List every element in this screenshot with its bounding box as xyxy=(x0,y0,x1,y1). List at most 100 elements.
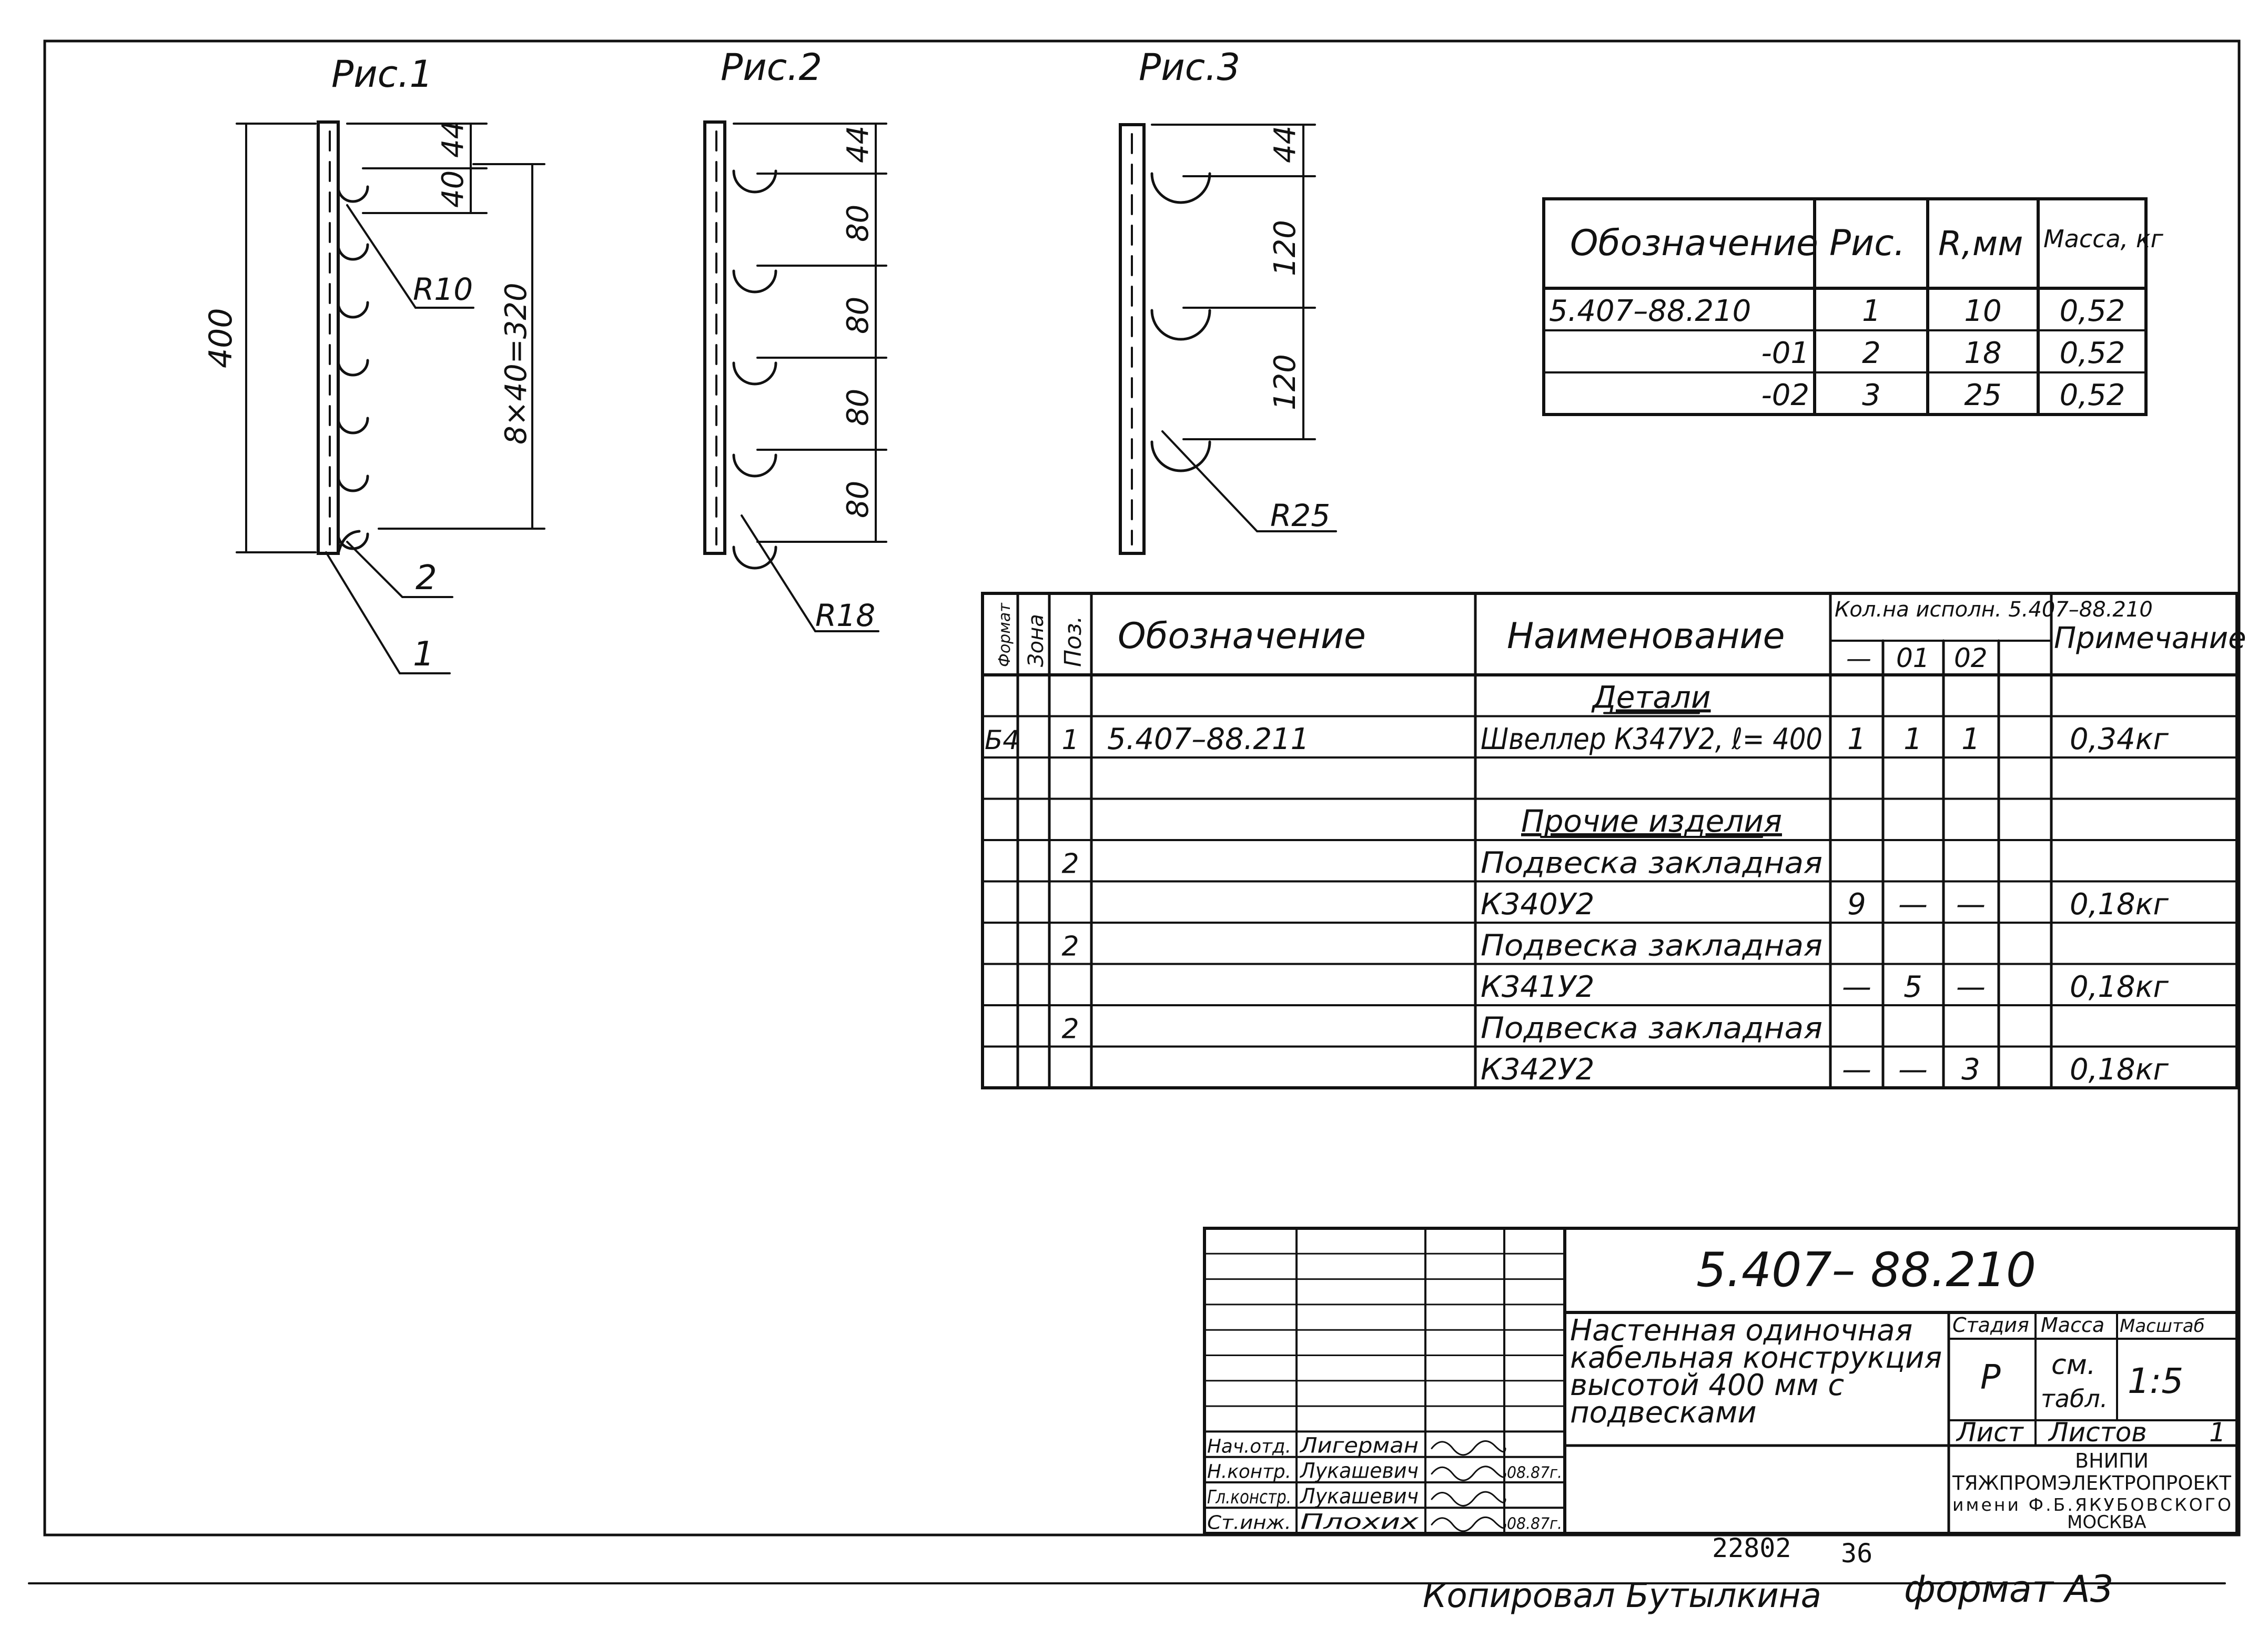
spec-note: 0,18кг xyxy=(2070,970,2169,1004)
title-block: 5.407– 88.210 Настенная одиночная кабель… xyxy=(1203,1227,2239,1535)
variants-header-designation: Обозначение xyxy=(1570,223,1818,264)
signature-role: Н.контр. xyxy=(1207,1461,1291,1483)
dim-top-44: 44 xyxy=(841,126,875,163)
spec-header-designation: Обозначение xyxy=(1118,615,1366,657)
dim-step-80: 80 xyxy=(841,205,875,242)
sheets-count: 1 xyxy=(2209,1417,2226,1448)
dim-step-80: 80 xyxy=(841,297,875,334)
org-line-4: МОСКВА xyxy=(2067,1512,2146,1533)
mass-value-line-1: см. xyxy=(2051,1349,2095,1381)
signature-date: 08.87г. xyxy=(1507,1464,1562,1482)
signature-role: Нач.отд. xyxy=(1207,1436,1291,1457)
spec-qty: 1 xyxy=(1904,722,1922,756)
scale-value: 1:5 xyxy=(2128,1361,2183,1401)
signature-scribble xyxy=(1431,1491,1506,1507)
spec-section-heading: Детали xyxy=(1591,680,1710,715)
variants-table: Обозначение Рис. R,мм Масса, кг 5.407–88… xyxy=(1542,197,2164,416)
dim-step-80: 80 xyxy=(841,389,875,426)
dim-step-120: 120 xyxy=(1268,354,1302,410)
signature-name: Лукашевич xyxy=(1299,1484,1419,1509)
spec-name: К342У2 xyxy=(1481,1053,1594,1087)
spec-name: К340У2 xyxy=(1481,887,1594,922)
figure-1: Рис.1 400 44 40 8×40=320 xyxy=(202,53,545,674)
radius-r18: R18 xyxy=(815,598,875,633)
spec-header-qty-dash: — xyxy=(1846,644,1871,673)
variant-mass: 0,52 xyxy=(2060,336,2125,370)
spec-header-pos: Поз. xyxy=(1060,616,1087,667)
spec-header-qty-02: 02 xyxy=(1954,643,1988,673)
variant-designation: -01 xyxy=(1761,336,1809,370)
figure-3-title: Рис.3 xyxy=(1139,46,1240,89)
spec-header-qty-01: 01 xyxy=(1896,643,1930,673)
spec-qty: — xyxy=(1898,887,1928,922)
spec-header-name: Наименование xyxy=(1507,615,1785,657)
dim-top-44: 44 xyxy=(1268,126,1302,163)
channel-bar xyxy=(317,120,340,555)
leader-1: 1 xyxy=(413,635,434,674)
dim-step-80: 80 xyxy=(841,481,875,518)
variant-fig: 1 xyxy=(1862,294,1881,328)
spec-format: Б4 xyxy=(985,725,1019,755)
hook-pendants xyxy=(732,169,777,570)
sheets-label: Листов xyxy=(2048,1417,2147,1448)
variant-mass: 0,52 xyxy=(2060,378,2125,412)
spec-note: 0,18кг xyxy=(2070,1053,2169,1087)
signature-name: Лигерман xyxy=(1299,1433,1419,1458)
dim-span-320: 8×40=320 xyxy=(499,282,533,444)
signature-role: Ст.инж. xyxy=(1207,1512,1291,1533)
signature-name: Плохих xyxy=(1300,1510,1419,1534)
spec-table: Формат Зона Поз. Обозначение Наименовани… xyxy=(981,592,2246,1089)
spec-name: Подвеска закладная xyxy=(1481,1012,1822,1046)
spec-name: Подвеска закладная xyxy=(1481,846,1822,881)
org-line-1: ВНИПИ xyxy=(2075,1449,2149,1472)
spec-pos: 2 xyxy=(1061,931,1079,963)
variants-header-mass: Масса, кг xyxy=(2043,225,2164,253)
variant-radius: 18 xyxy=(1964,336,2001,370)
dim-step-120: 120 xyxy=(1268,220,1302,276)
spec-qty: 1 xyxy=(1847,722,1866,756)
dim-step-40: 40 xyxy=(436,170,470,208)
variant-fig: 3 xyxy=(1862,378,1881,412)
signature-scribble xyxy=(1431,1440,1506,1456)
inventory-number: 22802 xyxy=(1712,1533,1791,1563)
variants-header-fig: Рис. xyxy=(1829,223,1905,264)
spec-qty: 3 xyxy=(1961,1053,1980,1087)
signature-scribble xyxy=(1431,1466,1506,1481)
org-line-3: имени Ф.Б.ЯКУБОВСКОГО xyxy=(1952,1494,2231,1515)
sheet-label: Лист xyxy=(1956,1417,2024,1448)
spec-header-qty-group: Кол.на исполн. 5.407–88.210 xyxy=(1835,598,2153,622)
spec-qty: — xyxy=(1956,970,1986,1004)
spec-note: 0,34кг xyxy=(2070,722,2169,756)
sheet-format: формат А3 xyxy=(1904,1568,2113,1611)
spec-pos: 2 xyxy=(1061,848,1079,880)
spec-pos: 2 xyxy=(1061,1014,1079,1045)
drawing-title-line-1: Настенная одиночная xyxy=(1570,1313,1912,1348)
spec-header-format: Формат xyxy=(996,602,1014,667)
spec-qty: — xyxy=(1842,970,1871,1004)
variants-header-radius: R,мм xyxy=(1938,225,2023,264)
variant-designation: 5.407–88.210 xyxy=(1549,294,1751,328)
spec-row-lines xyxy=(981,715,2238,1048)
spec-qty: — xyxy=(1842,1053,1871,1087)
signature-name: Лукашевич xyxy=(1299,1459,1419,1483)
variant-fig: 2 xyxy=(1862,336,1881,370)
title-block-grid xyxy=(1203,1252,1566,1509)
hook-pendants xyxy=(337,185,369,555)
spec-name: Швеллер К347У2, ℓ= 400 xyxy=(1481,722,1822,756)
mass-label: Масса xyxy=(2041,1313,2104,1337)
spec-qty: — xyxy=(1898,1053,1928,1087)
spec-designation: 5.407–88.211 xyxy=(1107,722,1309,756)
drawing-title-line-2: кабельная конструкция xyxy=(1570,1341,1942,1375)
drawing-title-line-3: высотой 400 мм с xyxy=(1570,1368,1844,1402)
figure-2-title: Рис.2 xyxy=(721,46,822,89)
hook-pendants xyxy=(1150,172,1211,472)
spec-qty: 9 xyxy=(1847,887,1866,922)
channel-bar xyxy=(703,120,726,555)
drawing-title-line-4: подвесками xyxy=(1570,1396,1757,1430)
leader-2: 2 xyxy=(416,559,437,598)
radius-r25: R25 xyxy=(1270,498,1330,533)
stage-value: Р xyxy=(1980,1358,2001,1397)
